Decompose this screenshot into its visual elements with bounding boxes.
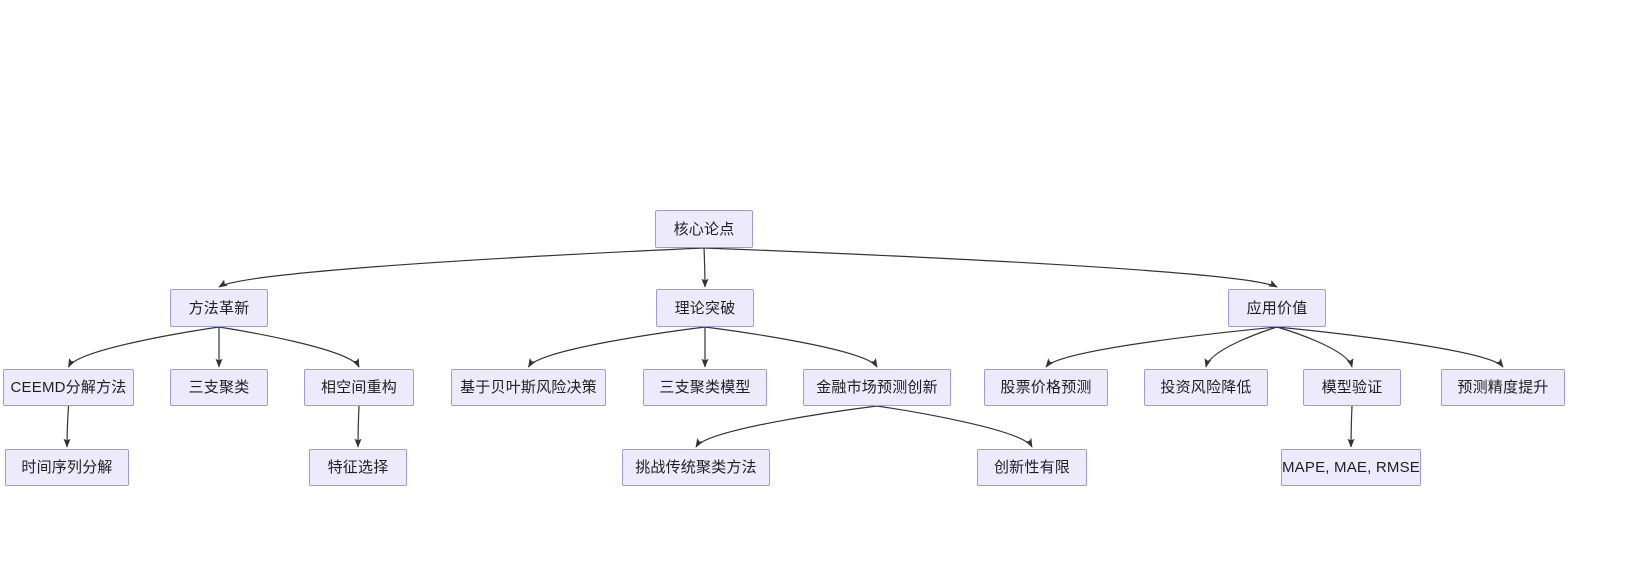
node-label: 方法革新 xyxy=(188,299,250,317)
node-label: 预测精度提升 xyxy=(1457,379,1549,396)
node-root[interactable]: 核心论点 xyxy=(655,210,753,248)
node-l2i[interactable]: 模型验证 xyxy=(1303,369,1401,406)
node-l1a[interactable]: 方法革新 xyxy=(170,289,268,327)
node-l2a[interactable]: CEEMD分解方法 xyxy=(3,369,134,406)
edge-l1a-to-l2a xyxy=(67,326,220,368)
node-label: 三支聚类模型 xyxy=(659,379,751,396)
node-label: 挑战传统聚类方法 xyxy=(635,459,757,476)
node-label: 核心论点 xyxy=(673,220,735,238)
edge-l1a-to-l2c xyxy=(218,326,360,368)
node-label: 时间序列分解 xyxy=(21,459,113,476)
edge-root-to-l1c xyxy=(703,247,1278,288)
node-label: 金融市场预测创新 xyxy=(816,379,938,396)
edge-root-to-l1b xyxy=(701,247,709,288)
node-l3d[interactable]: 创新性有限 xyxy=(977,449,1087,486)
node-l2c[interactable]: 相空间重构 xyxy=(304,369,414,406)
node-label: 基于贝叶斯风险决策 xyxy=(460,379,597,396)
node-l3c[interactable]: 挑战传统聚类方法 xyxy=(622,449,770,486)
node-label: 三支聚类 xyxy=(188,379,250,396)
edge-l2f-to-l3d xyxy=(876,405,1033,448)
edge-l2i-to-l3e xyxy=(1347,405,1355,448)
node-l2j[interactable]: 预测精度提升 xyxy=(1441,369,1565,406)
edge-root-to-l1a xyxy=(218,247,705,288)
node-label: 创新性有限 xyxy=(993,459,1070,476)
node-l3a[interactable]: 时间序列分解 xyxy=(5,449,129,486)
node-label: 模型验证 xyxy=(1321,379,1383,396)
edge-l1c-to-l2j xyxy=(1276,326,1504,368)
node-label: 相空间重构 xyxy=(320,379,397,396)
edge-l1c-to-l2g xyxy=(1045,326,1278,368)
node-l2d[interactable]: 基于贝叶斯风险决策 xyxy=(451,369,606,406)
node-label: CEEMD分解方法 xyxy=(10,379,127,396)
node-label: 特征选择 xyxy=(327,459,389,476)
edge-l1b-to-l2d xyxy=(527,326,706,368)
node-l2g[interactable]: 股票价格预测 xyxy=(984,369,1108,406)
node-l2b[interactable]: 三支聚类 xyxy=(170,369,268,406)
edge-l1c-to-l2i xyxy=(1276,326,1354,368)
node-l3b[interactable]: 特征选择 xyxy=(309,449,407,486)
node-label: 理论突破 xyxy=(674,299,736,317)
edge-l2a-to-l3a xyxy=(63,405,71,448)
edge-l2f-to-l3c xyxy=(695,405,878,448)
edge-l1b-to-l2f xyxy=(704,326,878,368)
node-label: 投资风险降低 xyxy=(1160,379,1252,396)
node-l3e[interactable]: MAPE, MAE, RMSE xyxy=(1281,449,1421,486)
node-label: 应用价值 xyxy=(1246,299,1308,317)
node-label: 股票价格预测 xyxy=(1000,379,1092,396)
node-l1c[interactable]: 应用价值 xyxy=(1228,289,1326,327)
edge-l2c-to-l3b xyxy=(354,405,362,448)
node-l2f[interactable]: 金融市场预测创新 xyxy=(803,369,951,406)
node-l1b[interactable]: 理论突破 xyxy=(656,289,754,327)
node-label: MAPE, MAE, RMSE xyxy=(1281,459,1421,476)
edge-l1c-to-l2h xyxy=(1204,326,1278,368)
node-l2e[interactable]: 三支聚类模型 xyxy=(643,369,767,406)
node-l2h[interactable]: 投资风险降低 xyxy=(1144,369,1268,406)
